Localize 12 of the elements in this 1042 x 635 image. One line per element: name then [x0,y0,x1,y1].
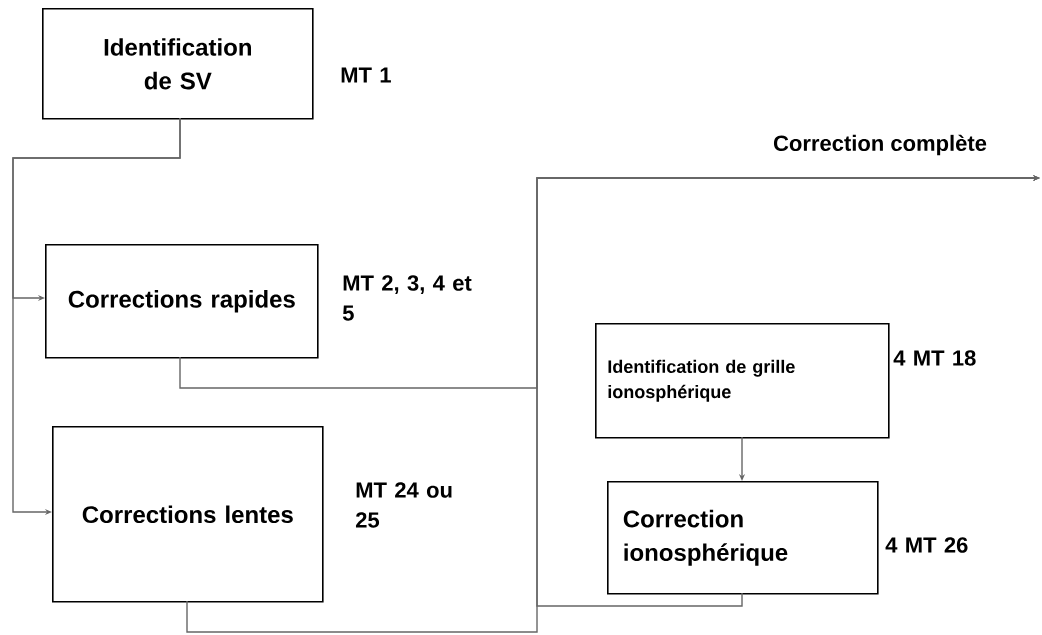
side-label: 4 MT 26 [885,537,968,553]
arrow [536,174,1040,607]
side-label: 4 MT 18 [893,350,976,366]
side-label: MT 24 ou 25 [355,482,452,528]
process-box: Correction ionosphérique [607,481,879,595]
side-label: MT 2, 3, 4 et 5 [342,275,472,321]
process-box: Corrections lentes [52,426,324,603]
output-label: Correction complète [773,134,987,156]
process-box: Corrections rapides [45,244,319,359]
process-box: Identification de SV [42,8,314,120]
process-box: Identification de grille ionosphérique [595,323,890,439]
side-label: MT 1 [341,67,391,83]
